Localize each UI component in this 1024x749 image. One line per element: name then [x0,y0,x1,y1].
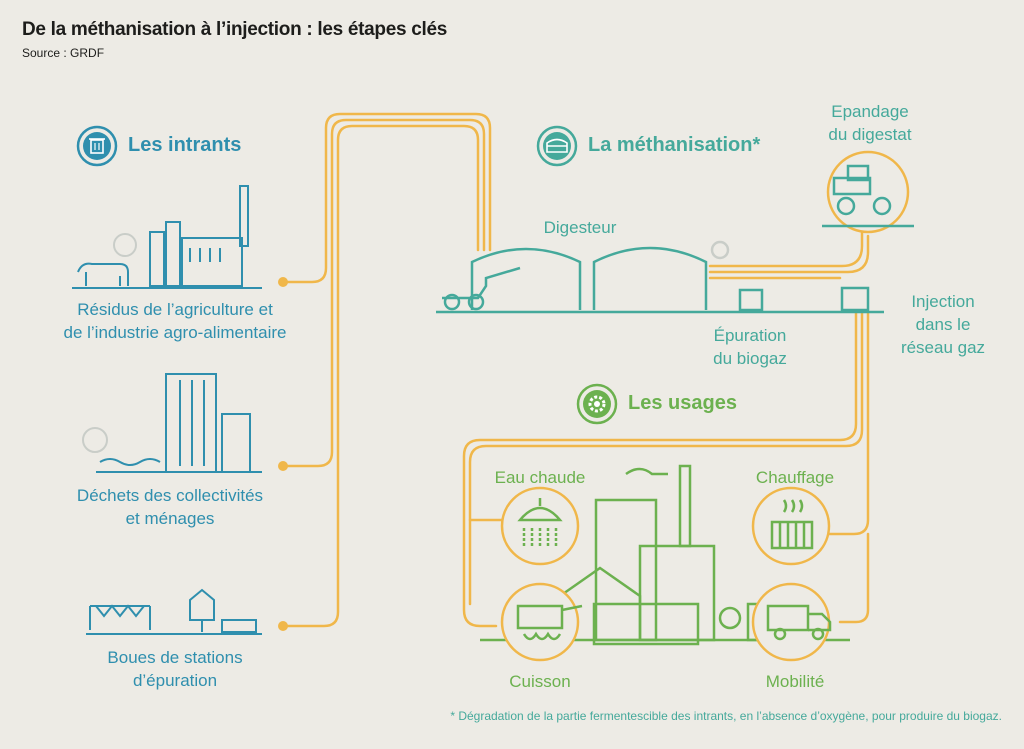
label-epandage: Epandage du digestat [800,100,940,146]
pipe-dot-agri [278,277,288,287]
tractor-illustration [822,150,914,234]
label-epuration-line1: Épuration [713,326,787,345]
digester-icon [536,125,578,167]
usage-circles [500,486,831,662]
label-eau-chaude: Eau chaude [494,468,586,487]
truck-icon [766,604,832,641]
section-methanisation: La méthanisation* [588,134,761,156]
collectivites-illustration [82,373,262,473]
source-note: Source : GRDF [22,46,105,60]
label-agri-line2: de l’industrie agro-alimentaire [63,323,287,342]
shower-icon [517,498,563,548]
label-chauffage: Chauffage [755,468,835,487]
pipe-dot-boues [278,621,288,631]
label-cuisson: Cuisson [509,672,571,691]
digester-plant-illustration [436,240,884,314]
section-usages: Les usages [628,392,737,414]
label-dechets-line2: et ménages [125,509,215,528]
label-injection-line1: Injection [911,292,975,311]
label-mobilite: Mobilité [765,672,825,691]
cooking-pot-icon [516,604,583,641]
page-title: De la méthanisation à l’injection : les … [22,19,448,40]
label-boues: Boues de stations d’épuration [60,646,290,692]
label-injection-line3: réseau gaz [900,338,986,357]
pipeline [281,112,870,628]
stations-illustration [86,588,262,635]
label-dechets-line1: Déchets des collectivités [76,486,264,505]
label-epandage-line1: Epandage [831,102,909,121]
label-epuration-line2: du biogaz [713,349,787,368]
trash-icon [76,125,118,167]
label-digesteur: Digesteur [543,218,617,237]
label-agri-line1: Résidus de l’agriculture et [77,300,273,319]
gear-icon [576,383,618,425]
label-injection: Injection dans le réseau gaz [880,290,1006,359]
section-intrants: Les intrants [128,134,242,156]
radiator-icon [770,499,814,550]
pipe-dot-dechets [278,461,288,471]
label-epuration: Épuration du biogaz [680,324,820,370]
label-injection-line2: dans le [915,315,971,334]
label-epandage-line2: du digestat [828,125,912,144]
label-agri: Résidus de l’agriculture et de l’industr… [20,298,330,344]
label-dechets: Déchets des collectivités et ménages [40,484,300,530]
footnote: * Dégradation de la partie fermentescibl… [450,709,1002,723]
label-boues-line1: Boues de stations [107,648,243,667]
agriculture-industry-illustration [72,185,262,289]
label-boues-line2: d’épuration [132,671,218,690]
